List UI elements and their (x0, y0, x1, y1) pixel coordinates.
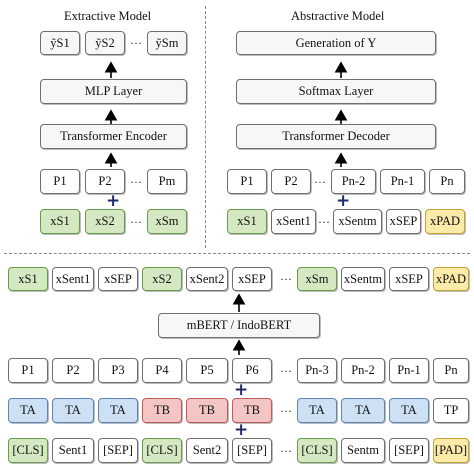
output-token: xSEP (232, 267, 272, 291)
softmax-layer: Softmax Layer (236, 79, 436, 104)
plus-icon: + (234, 420, 249, 440)
input-token-sentence: Sent1 (52, 438, 94, 463)
ellipsis: ··· (314, 175, 326, 189)
output-token: xSent1 (52, 267, 94, 291)
output-token: xS2 (142, 267, 182, 291)
ellipsis: ··· (280, 444, 292, 458)
input-token-cls: [CLS] (142, 438, 182, 463)
bottom-p-token: P5 (186, 358, 228, 383)
input-token-sentence: Sentm (341, 438, 385, 463)
segment-token-a: TA (389, 398, 429, 423)
abstractive-x-token: xS1 (227, 209, 267, 234)
panel-divider-vertical (205, 6, 206, 248)
output-token: xS1 (8, 267, 48, 291)
segment-token-a: TA (98, 398, 138, 423)
output-token: xSent2 (186, 267, 228, 291)
segment-token-a: TA (52, 398, 94, 423)
abstractive-x-token-pad: xPAD (425, 209, 465, 234)
input-token-sep: [SEP] (232, 438, 272, 463)
input-token-sep: [SEP] (389, 438, 429, 463)
segment-token-b: TB (142, 398, 182, 423)
input-token-cls: [CLS] (297, 438, 337, 463)
input-token-sentence: Sent2 (186, 438, 228, 463)
extractive-x-token: xS1 (40, 209, 80, 234)
input-token-cls: [CLS] (8, 438, 48, 463)
output-token: xSEP (389, 267, 429, 291)
extractive-x-token: xSm (147, 209, 187, 234)
bottom-p-token: Pn-2 (341, 358, 385, 383)
ellipsis: ··· (130, 175, 142, 189)
segment-token-p: TP (433, 398, 469, 423)
abstractive-x-token: xSentm (333, 209, 382, 234)
segment-token-b: TB (232, 398, 272, 423)
panel-divider-horizontal (4, 253, 470, 254)
bottom-p-token: P3 (98, 358, 138, 383)
plus-icon: + (234, 380, 249, 400)
extractive-title: Extractive Model (64, 9, 152, 23)
bert-encoder: mBERT / IndoBERT (158, 313, 320, 338)
segment-token-a: TA (341, 398, 385, 423)
extractive-x-token: xS2 (85, 209, 125, 234)
bottom-p-token: Pn-1 (389, 358, 429, 383)
bottom-p-token: P1 (8, 358, 48, 383)
abstractive-title: Abstractive Model (291, 9, 385, 23)
abstractive-p-token: Pn-2 (331, 169, 376, 194)
output-token-pad: xPAD (433, 267, 469, 291)
abstractive-x-token: xSent1 (271, 209, 316, 234)
generation-of-y: Generation of Y (236, 31, 436, 55)
plus-icon: + (336, 191, 351, 211)
mlp-layer: MLP Layer (40, 79, 187, 104)
abstractive-p-token: P1 (227, 169, 267, 194)
extractive-y-token: ỹSm (147, 31, 187, 55)
bottom-p-token: Pn (433, 358, 469, 383)
extractive-y-token: ỹS2 (85, 31, 125, 55)
ellipsis: ··· (130, 36, 142, 50)
extractive-y-token: ỹS1 (40, 31, 80, 55)
segment-token-b: TB (186, 398, 228, 423)
bottom-p-token: P2 (52, 358, 94, 383)
abstractive-p-token: Pn-1 (380, 169, 425, 194)
output-token: xSentm (341, 267, 385, 291)
input-token-pad: [PAD] (433, 438, 469, 463)
input-token-sep: [SEP] (98, 438, 138, 463)
abstractive-x-token: xSEP (386, 209, 421, 234)
ellipsis: ··· (280, 404, 292, 418)
bottom-p-token: P4 (142, 358, 182, 383)
ellipsis: ··· (280, 272, 292, 286)
transformer-encoder: Transformer Encoder (40, 124, 187, 149)
extractive-p-token: P1 (40, 169, 80, 194)
segment-token-a: TA (8, 398, 48, 423)
transformer-decoder: Transformer Decoder (236, 124, 436, 149)
bottom-p-token: Pn-3 (297, 358, 337, 383)
ellipsis: ··· (280, 364, 292, 378)
abstractive-p-token: P2 (271, 169, 311, 194)
bottom-p-token: P6 (232, 358, 272, 383)
ellipsis: ··· (318, 215, 330, 229)
extractive-p-token: P2 (85, 169, 125, 194)
extractive-p-token: Pm (147, 169, 187, 194)
segment-token-a: TA (297, 398, 337, 423)
plus-icon: + (106, 191, 121, 211)
abstractive-p-token: Pn (429, 169, 465, 194)
output-token: xSm (297, 267, 337, 291)
output-token: xSEP (98, 267, 138, 291)
ellipsis: ··· (130, 215, 142, 229)
